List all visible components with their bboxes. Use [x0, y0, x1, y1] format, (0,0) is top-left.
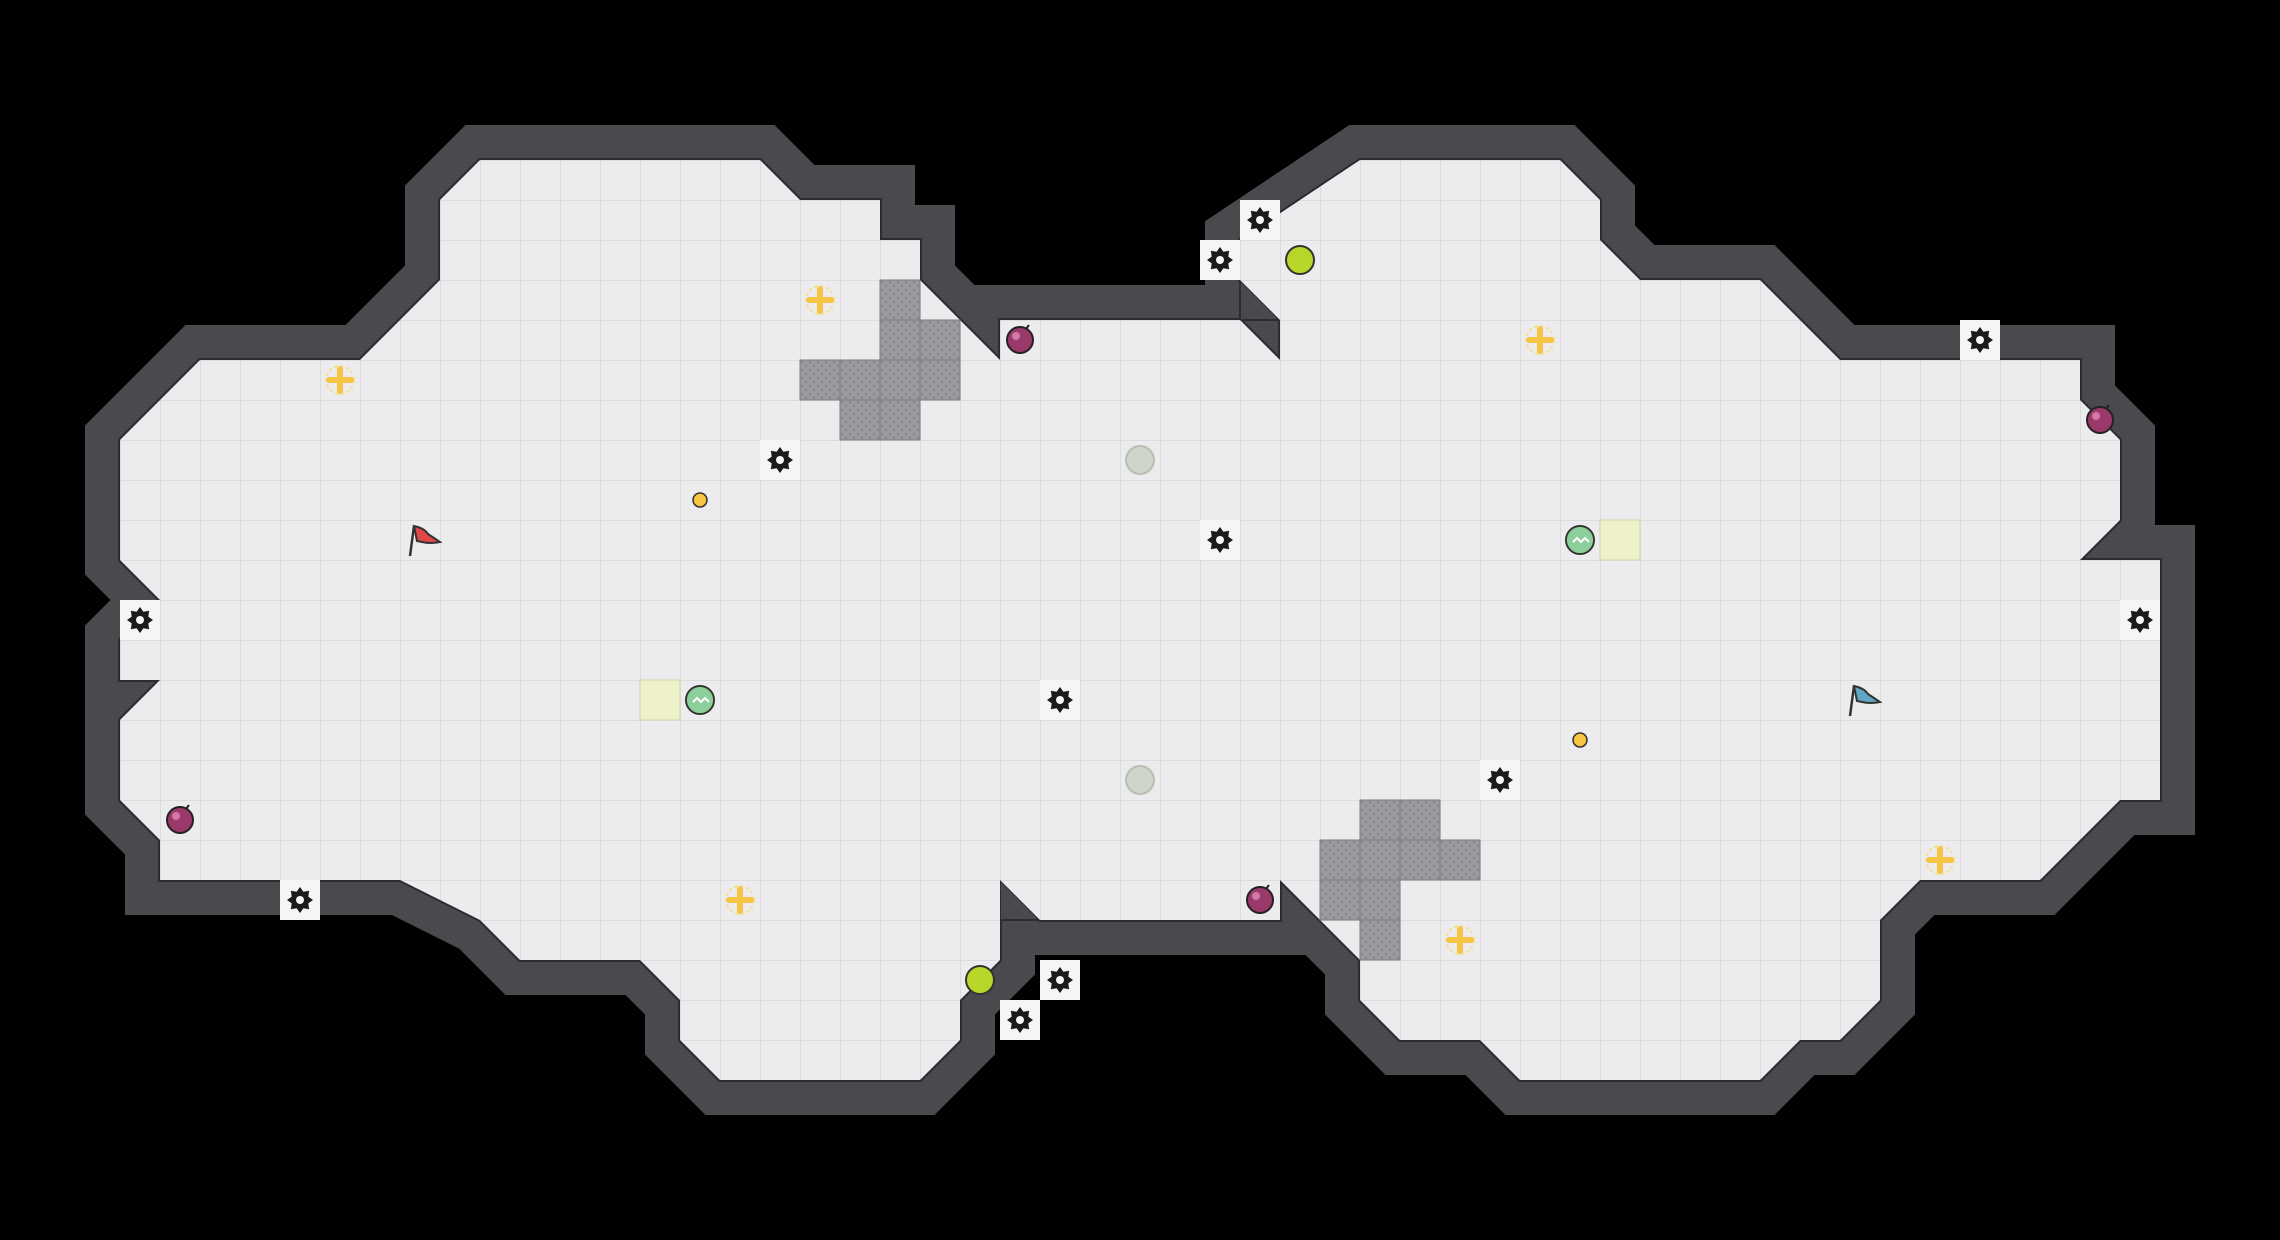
spike-icon — [2120, 600, 2160, 640]
booster-icon — [685, 685, 715, 715]
spike-icon — [1200, 240, 1240, 280]
rough-tile — [1359, 799, 1401, 841]
spike-icon — [1040, 960, 1080, 1000]
rough-tile — [1319, 879, 1361, 921]
button-icon — [1572, 732, 1588, 748]
rough-tile — [919, 359, 961, 401]
spike-icon — [1040, 680, 1080, 720]
booster-icon — [1285, 245, 1315, 275]
rough-tile — [839, 399, 881, 441]
booster-icon — [1565, 525, 1595, 555]
gate-tile — [1599, 519, 1641, 561]
rough-tile — [879, 279, 921, 321]
portal-icon — [1125, 445, 1155, 475]
powerup-icon — [805, 285, 835, 315]
spike-icon — [1240, 200, 1280, 240]
bomb-icon — [166, 804, 194, 834]
rough-tile — [1399, 839, 1441, 881]
gate-tile — [639, 679, 681, 721]
powerup-icon — [1925, 845, 1955, 875]
rough-tile — [799, 359, 841, 401]
portal-icon — [1125, 765, 1155, 795]
spike-icon — [1960, 320, 2000, 360]
spike-icon — [1000, 1000, 1040, 1040]
bomb-icon — [1246, 884, 1274, 914]
spike-icon — [760, 440, 800, 480]
powerup-icon — [725, 885, 755, 915]
bomb-icon — [1006, 324, 1034, 354]
rough-tile — [1399, 799, 1441, 841]
map-objects — [120, 200, 2160, 1040]
powerup-icon — [1525, 325, 1555, 355]
bomb-icon — [2086, 404, 2114, 434]
powerup-icon — [325, 365, 355, 395]
spike-icon — [1480, 760, 1520, 800]
rough-tile — [1319, 839, 1361, 881]
spike-icon — [280, 880, 320, 920]
flag-red-icon — [408, 524, 443, 557]
rough-tile — [1359, 839, 1401, 881]
rough-tile — [1359, 879, 1401, 921]
spike-icon — [120, 600, 160, 640]
flag-blue-icon — [1848, 684, 1883, 717]
rough-tile — [879, 399, 921, 441]
button-icon — [692, 492, 708, 508]
rough-tile — [1439, 839, 1481, 881]
rough-tile — [879, 359, 921, 401]
powerup-icon — [1445, 925, 1475, 955]
floor-area — [120, 160, 2160, 1080]
rough-tiles — [639, 279, 1641, 961]
spike-icon — [1200, 520, 1240, 560]
floor — [120, 160, 2160, 1080]
rough-tile — [919, 319, 961, 361]
rough-tile — [839, 359, 881, 401]
booster-icon — [965, 965, 995, 995]
rough-tile — [879, 319, 921, 361]
rough-tile — [1359, 919, 1401, 961]
